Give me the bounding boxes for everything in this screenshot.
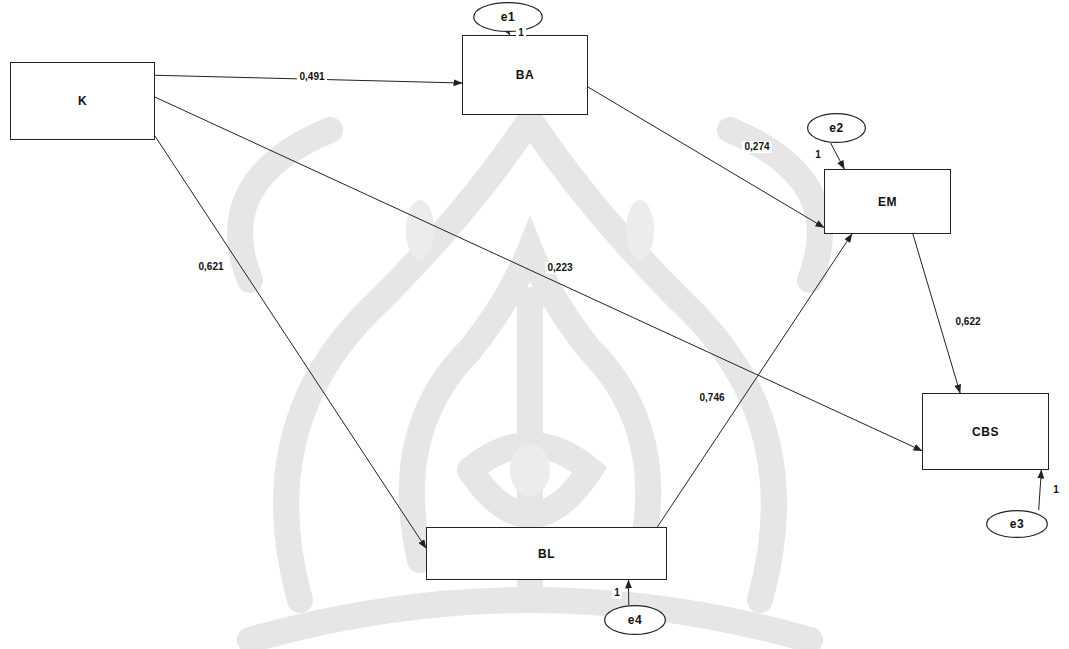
path-arrow	[913, 234, 960, 393]
error-oval: e4	[604, 605, 666, 635]
path-arrow	[628, 580, 629, 605]
variable-name: BA	[516, 68, 534, 82]
path-coefficient: 0,223	[545, 262, 574, 274]
variable-box: BA	[462, 35, 588, 115]
variable-name: BL	[538, 547, 555, 561]
variable-name: CBS	[972, 425, 999, 439]
path-arrow	[155, 97, 922, 451]
variable-name: K	[78, 94, 87, 108]
error-oval: e2	[807, 113, 866, 143]
path-coefficient: 0,746	[697, 392, 726, 404]
path-coefficient: 1	[612, 587, 622, 599]
variable-name: e2	[829, 121, 843, 135]
variable-name: e4	[628, 613, 642, 627]
path-arrow	[1039, 470, 1042, 510]
path-coefficient: 1	[516, 27, 526, 39]
path-arrow	[155, 136, 426, 548]
variable-name: e1	[501, 10, 515, 24]
variable-box: CBS	[922, 393, 1049, 470]
variable-name: EM	[878, 195, 897, 209]
path-coefficient: 0,491	[297, 71, 326, 83]
variable-box: BL	[426, 527, 667, 580]
variable-box: K	[10, 62, 155, 140]
path-coefficient: 0,622	[953, 316, 982, 328]
variable-box: EM	[824, 169, 951, 234]
path-coefficient: 0,274	[742, 141, 771, 153]
error-oval: e3	[986, 510, 1048, 538]
path-arrow	[657, 234, 852, 527]
path-coefficient: 0,621	[196, 261, 225, 273]
path-coefficient: 1	[813, 149, 823, 161]
path-coefficient: 1	[1051, 484, 1061, 496]
error-oval: e1	[473, 2, 543, 32]
path-arrow	[588, 87, 824, 228]
variable-name: e3	[1010, 517, 1024, 531]
path-arrow	[831, 143, 845, 169]
